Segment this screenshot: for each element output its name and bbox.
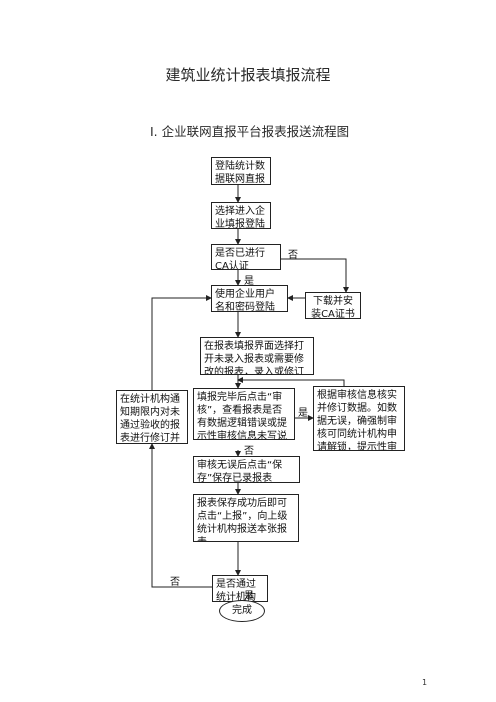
arrow-fix-back-to-report [237, 377, 345, 386]
label-review-no: 否 [244, 446, 254, 457]
end-terminal: 完成 [219, 600, 265, 622]
fix-data-box: 根据审核信息核实并修订数据。如数据无误，确强制审核可同统计机构申请解锁，提示性审… [313, 386, 405, 451]
section-title: Ⅰ. 企业联网直报平台报表报送流程图 [150, 124, 350, 139]
page-title: 建筑业统计报表填报流程 [165, 66, 331, 84]
select-entry-box: 选择进入企业填报登陆界面 [211, 202, 271, 229]
label-ca-no: 否 [288, 250, 298, 261]
download-ca-box: 下载并安装CA证书 [305, 292, 361, 319]
user-login-box: 使用企业用户名和密码登陆 [211, 285, 288, 312]
login-step-box: 登陆统计数据联网直报网站 [211, 157, 271, 185]
label-pass-yes: 是 [244, 591, 254, 602]
pass-check-box: 是否通过统计机构验收 [212, 575, 268, 602]
review-box: 填报完毕后点击“审核”，查看报表是否有数据逻辑错误或提示性审核信息未写说明的情况 [193, 388, 295, 440]
select-report-box: 在报表填报界面选择打开未录入报表或需要修改的报表，录入或修订数据 [200, 337, 314, 375]
arrow-revise-back-to-login [151, 295, 212, 390]
save-box: 审核无误后点击“保存”保存已录报表 [193, 456, 300, 483]
label-pass-no: 否 [170, 577, 180, 588]
revise-box: 在统计机构通知期限内对未通过验收的报表进行修订并重新上报 [116, 390, 188, 444]
label-review-yes: 是 [298, 408, 308, 419]
arrow-ca-no-to-download [281, 258, 349, 293]
page-number: 1 [422, 678, 428, 687]
submit-box: 报表保存成功后即可点击“上报”，向上级统计机构报送本张报表 [193, 494, 299, 542]
arrow-pass-no-to-revise [149, 443, 212, 588]
ca-check-box: 是否已进行CA认证 [211, 244, 281, 270]
label-ca-yes: 是 [244, 276, 254, 287]
